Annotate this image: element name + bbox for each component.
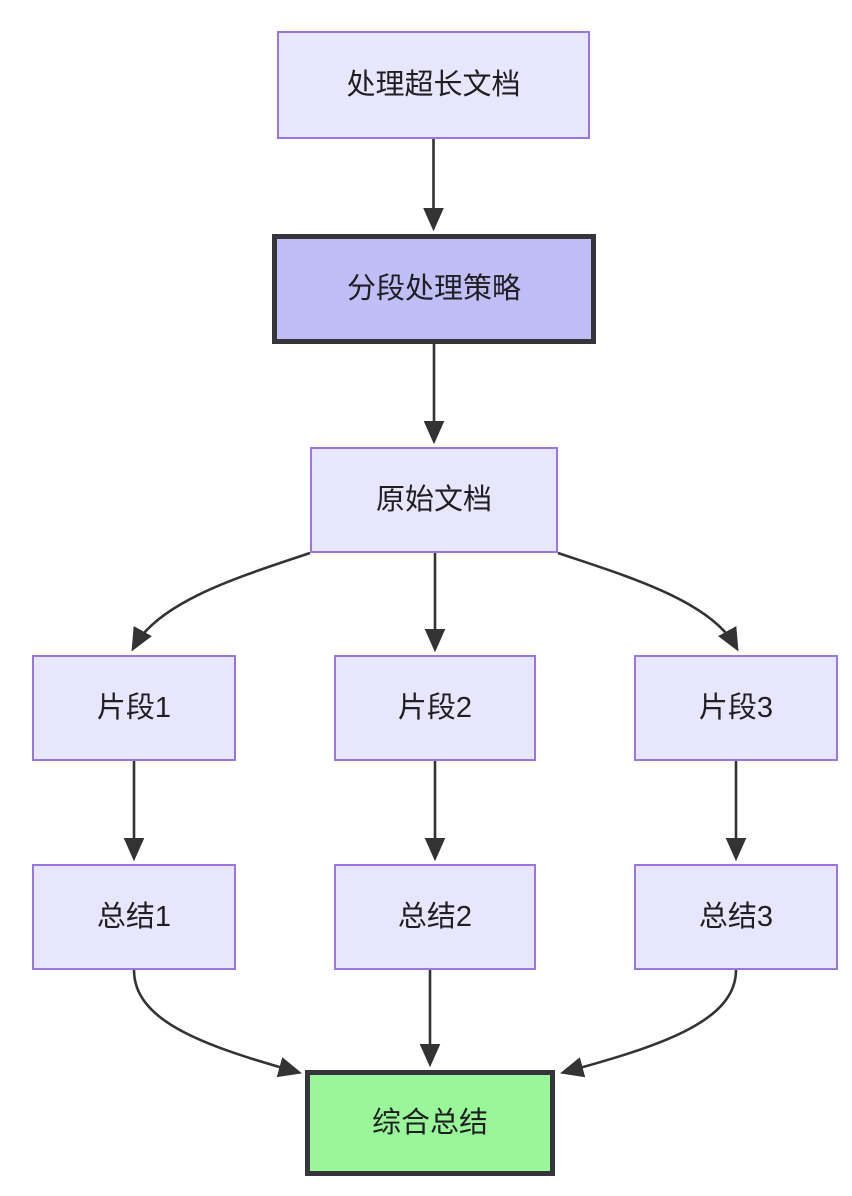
edge-raw_doc-to-frag1 bbox=[131, 551, 311, 652]
node-frag2[interactable]: 片段2 bbox=[334, 655, 536, 761]
node-frag1[interactable]: 片段1 bbox=[32, 655, 236, 761]
node-sum2[interactable]: 总结2 bbox=[334, 864, 536, 970]
node-sum3[interactable]: 总结3 bbox=[634, 864, 838, 970]
node-label-frag3: 片段3 bbox=[698, 691, 774, 724]
node-label-final_sum: 综合总结 bbox=[371, 1106, 488, 1139]
node-frag3[interactable]: 片段3 bbox=[634, 655, 838, 761]
edge-raw_doc-to-frag3 bbox=[557, 551, 739, 652]
edge-sum1-to-final_sum bbox=[132, 969, 303, 1078]
node-label-sum2: 总结2 bbox=[397, 900, 473, 933]
node-label-sum3: 总结3 bbox=[698, 900, 774, 933]
node-strategy[interactable]: 分段处理策略 bbox=[272, 234, 596, 344]
node-doc_long[interactable]: 处理超长文档 bbox=[277, 31, 590, 139]
node-raw_doc[interactable]: 原始文档 bbox=[310, 447, 558, 553]
node-label-strategy: 分段处理策略 bbox=[346, 272, 521, 305]
node-label-raw_doc: 原始文档 bbox=[375, 483, 492, 516]
node-sum1[interactable]: 总结1 bbox=[32, 864, 236, 970]
node-label-frag1: 片段1 bbox=[96, 691, 172, 724]
edge-sum3-to-final_sum bbox=[559, 969, 738, 1078]
node-label-sum1: 总结1 bbox=[96, 900, 172, 933]
node-label-doc_long: 处理超长文档 bbox=[346, 68, 521, 101]
node-label-frag2: 片段2 bbox=[397, 691, 473, 724]
node-final_sum[interactable]: 综合总结 bbox=[305, 1070, 555, 1176]
